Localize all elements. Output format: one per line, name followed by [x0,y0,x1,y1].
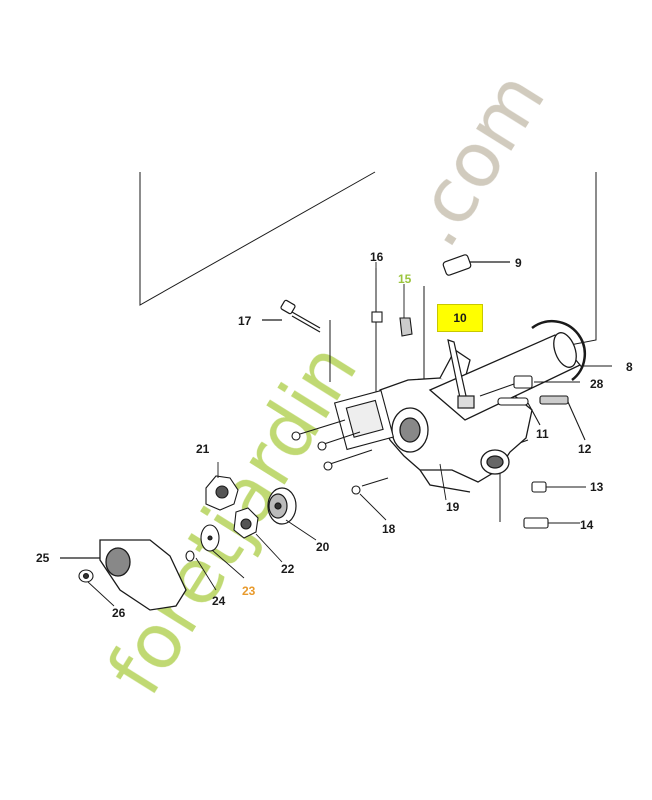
callout-11: 11 [536,427,549,441]
watermark-text-gray: .com [388,56,562,261]
callout-17: 17 [238,314,252,328]
callout-25: 25 [36,551,50,565]
callout-14: 14 [580,518,594,532]
pulley-20 [267,487,297,525]
callout-10-highlighted[interactable]: 10 [437,304,483,332]
callout-16: 16 [370,250,384,264]
cover-25 [60,539,187,611]
clamp-ring [531,320,586,381]
callout-22: 22 [281,562,295,576]
callout-21: 21 [196,442,210,456]
bolt-9 [442,254,510,276]
callout-18: 18 [382,522,396,536]
screws-13-14 [523,481,586,529]
screws-11-12-28 [479,375,586,441]
callout-23: 23 [242,584,256,598]
callout-9: 9 [515,256,522,270]
callout-24: 24 [212,594,226,608]
callout-19: 19 [446,500,460,514]
callout-12: 12 [578,442,592,456]
callout-26: 26 [112,606,126,620]
callout-13: 13 [590,480,604,494]
bracket-part [447,339,475,409]
callout-8: 8 [626,360,633,374]
callout-28: 28 [590,377,604,391]
clips-15-16 [371,311,413,337]
leader-lines [87,262,612,607]
callout-15: 15 [398,272,412,286]
callout-20: 20 [316,540,330,554]
nut-26 [78,569,94,583]
watermark-text-green: foretjardin [90,328,375,710]
sprocket-22 [233,507,259,539]
bolt-17 [262,299,321,333]
mounting-frame [291,389,395,495]
washer-23 [185,524,220,562]
